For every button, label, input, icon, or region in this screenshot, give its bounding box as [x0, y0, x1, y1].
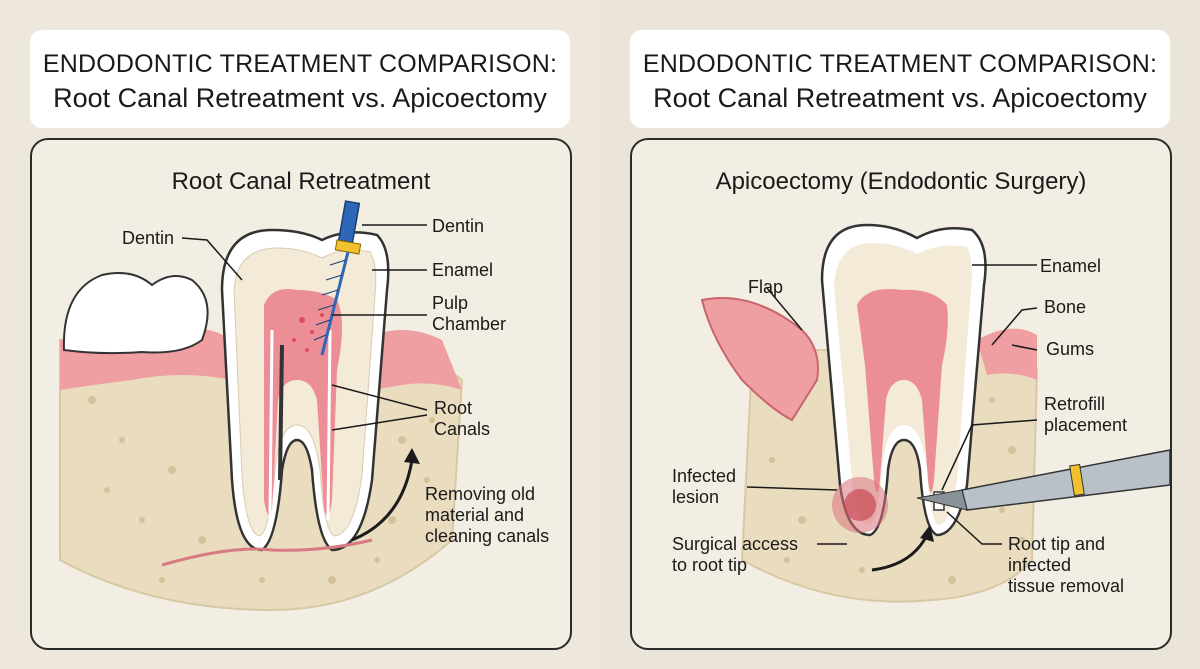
- label-pulp-line1: Pulp: [432, 293, 469, 313]
- main-title-line1: ENDODONTIC TREATMENT COMPARISON:: [42, 50, 558, 78]
- title-card-right: ENDODONTIC TREATMENT COMPARISON: Root Ca…: [630, 30, 1170, 128]
- label-gums: Gums: [1046, 339, 1095, 359]
- leader-roottip: [946, 511, 1002, 545]
- file-spiral: [313, 259, 347, 341]
- neighbor-tooth: [62, 272, 209, 355]
- left-half: ENDODONTIC TREATMENT COMPARISON: Root Ca…: [30, 30, 572, 650]
- old-filling: [278, 344, 284, 481]
- label-retrofill-line2: placement: [1044, 415, 1128, 435]
- label-pulp-line2: Chamber: [432, 314, 507, 334]
- label-surgical-line2: to root tip: [672, 555, 748, 575]
- apicoectomy-illustration: [700, 223, 1170, 603]
- label-bone: Bone: [1044, 297, 1087, 317]
- leader-infected: [746, 486, 838, 491]
- label-root-canals-line2: Canals: [434, 419, 491, 439]
- label-flap: Flap: [748, 277, 784, 297]
- handpiece-band: [1069, 463, 1085, 497]
- apico-pulp: [857, 289, 948, 493]
- retreatment-illustration: [59, 200, 464, 612]
- panel-root-canal-retreatment: Root Canal Retreatment Dentin Dentin Ena…: [30, 138, 572, 650]
- leader-gums: [1011, 344, 1038, 351]
- surgical-arrow: [871, 534, 929, 572]
- panel-heading-retreatment: Root Canal Retreatment: [171, 168, 431, 195]
- leader-bone: [991, 307, 1038, 346]
- bone-texture-right: [769, 396, 1025, 584]
- label-retrofill-line1: Retrofill: [1044, 394, 1106, 414]
- label-roottip-line3: tissue removal: [1008, 576, 1125, 596]
- panel-apicoectomy: Apicoectomy (Endodontic Surgery) Flap En…: [630, 138, 1172, 650]
- leader-dentin-left: [181, 237, 243, 281]
- root-canal-right: [326, 329, 332, 521]
- file-shaft: [320, 251, 350, 356]
- label-root-canals-line1: Root: [434, 398, 473, 418]
- leader-retrofill: [941, 419, 1038, 491]
- label-dentin-left: Dentin: [122, 228, 175, 248]
- leader-flap: [766, 287, 803, 331]
- title-card-left: ENDODONTIC TREATMENT COMPARISON: Root Ca…: [30, 30, 570, 128]
- label-roottip-line1: Root tip and: [1008, 534, 1106, 554]
- label-infected-line2: lesion: [672, 487, 720, 507]
- label-enamel-left: Enamel: [432, 260, 494, 280]
- label-removing-line3: cleaning canals: [425, 526, 550, 546]
- gums-right: [977, 328, 1037, 380]
- label-roottip-line2: infected: [1008, 555, 1072, 575]
- leader-root-canals: [331, 384, 428, 431]
- nerve-line: [161, 538, 373, 567]
- label-removing-line1: Removing old: [425, 484, 536, 504]
- right-half: ENDODONTIC TREATMENT COMPARISON: Root Ca…: [600, 0, 1200, 669]
- gum-line-right: [362, 330, 462, 390]
- main-title-line2-right: Root Canal Retreatment vs. Apicoectomy: [653, 83, 1147, 113]
- label-removing-line2: material and: [425, 505, 525, 525]
- label-surgical-line1: Surgical access: [672, 534, 799, 554]
- gum-flap: [700, 297, 819, 422]
- removing-arrow: [351, 459, 414, 542]
- main-title-line1-right: ENDODONTIC TREATMENT COMPARISON:: [642, 50, 1158, 78]
- label-enamel-right: Enamel: [1040, 256, 1102, 276]
- root-canal-left: [268, 329, 274, 521]
- debris-particles: [292, 313, 324, 352]
- panel-heading-apicoectomy: Apicoectomy (Endodontic Surgery): [715, 168, 1087, 195]
- label-infected-line1: Infected: [672, 466, 737, 486]
- burr-tip: [916, 489, 968, 511]
- label-dentin-right: Dentin: [432, 216, 485, 236]
- main-title-line2: Root Canal Retreatment vs. Apicoectomy: [53, 83, 547, 113]
